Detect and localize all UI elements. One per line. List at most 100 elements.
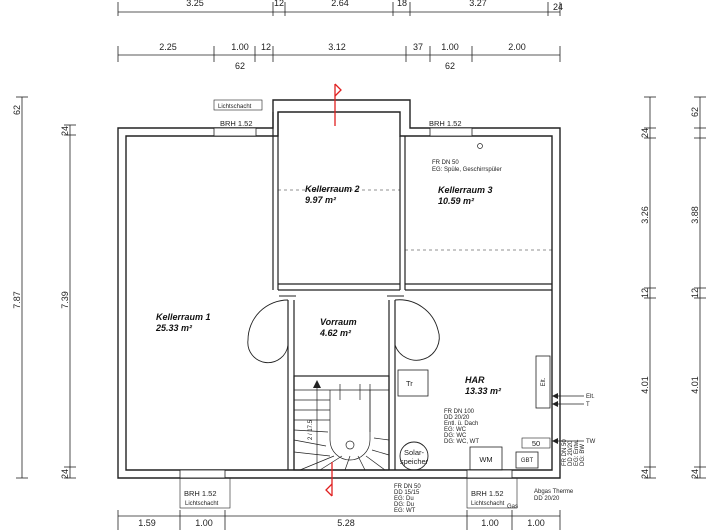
left-dim-7-39: 7.39 xyxy=(60,291,70,309)
left-dim-7-87: 7.87 xyxy=(12,291,22,309)
drain-icon xyxy=(477,143,483,149)
right-dim-24-c: 24 xyxy=(690,469,700,479)
lichtschacht-top-left-label: Lichtschacht xyxy=(218,104,252,110)
top2-dim-1-00-a: 1.00 xyxy=(231,42,249,52)
top2-dim-2-00: 2.00 xyxy=(508,42,526,52)
bottom-dim-1-00-c: 1.00 xyxy=(527,518,545,528)
top2-dim-2-25: 2.25 xyxy=(159,42,177,52)
har-note-3: Entl. ü. Dach xyxy=(444,421,478,427)
brh-bottom-left: BRH 1.52 xyxy=(184,489,217,498)
right-note-1: FR DN 50 xyxy=(562,439,568,466)
bottom-note-5: EG: WT xyxy=(394,508,416,514)
top2-dim-12: 12 xyxy=(261,42,271,52)
top-dim-18: 18 xyxy=(397,0,407,8)
right-dim-62: 62 xyxy=(690,107,700,117)
electric-box-label: Elt. xyxy=(541,377,547,386)
right-dim-4-01-a: 4.01 xyxy=(640,376,650,394)
har-note-2: DD 20/20 xyxy=(444,415,470,421)
lichtschacht-top-left xyxy=(213,99,263,111)
room-name-vorraum: Vorraum xyxy=(320,317,357,327)
electric-box xyxy=(535,355,551,409)
stair-arrow-icon xyxy=(313,380,321,388)
top-dim-3-25: 3.25 xyxy=(186,0,204,8)
right-dim-4-01-b: 4.01 xyxy=(690,376,700,394)
brh-top-right: BRH 1.52 xyxy=(429,119,462,128)
right-note-2: DD 20/20 xyxy=(568,440,574,466)
room-name-kellerraum-2: Kellerraum 2 xyxy=(305,184,360,194)
right-dim-12-a: 12 xyxy=(640,288,650,298)
har-note-6: DG: WC, WT xyxy=(444,439,479,445)
t-arrow-icon xyxy=(552,401,558,407)
left-dim-24-top: 24 xyxy=(60,126,70,136)
stair-label: 2 / 17.5 xyxy=(308,419,314,440)
section-marker-top-icon xyxy=(334,83,342,126)
top-dimension-row-2 xyxy=(117,46,561,62)
room-area-kellerraum-2: 9.97 m² xyxy=(305,195,337,205)
gbt-box xyxy=(515,451,539,469)
right-note-3: EG: Entw. xyxy=(574,439,580,466)
lichtschacht-bottom-left-label: Lichtschacht xyxy=(185,501,219,507)
tw-arrow-icon xyxy=(552,438,558,444)
bottom-note-4: DG: Du xyxy=(394,502,414,508)
dryer-label: Tr xyxy=(406,379,413,388)
elt-label: Elt. xyxy=(586,394,595,400)
bottom-dimension-lines xyxy=(117,510,561,530)
washing-machine-label: WM xyxy=(479,455,492,464)
dim-50-box xyxy=(521,437,551,449)
top2-dim-3-12: 3.12 xyxy=(328,42,346,52)
dryer-box xyxy=(397,369,429,397)
lichtschacht-bottom-right-label: Lichtschacht xyxy=(471,501,505,507)
t-label: T xyxy=(586,402,590,408)
bottom-dim-5-28: 5.28 xyxy=(337,518,355,528)
right-dim-3-26: 3.26 xyxy=(640,206,650,224)
bottom-note-2: DD 15/15 xyxy=(394,490,420,496)
elt-arrow-icon xyxy=(552,393,558,399)
har-notes: FR DN 100 DD 20/20 Entl. ü. Dach EG: WC … xyxy=(444,409,479,445)
right-dim-24-a: 24 xyxy=(640,128,650,138)
lichtschacht-bottom-left xyxy=(179,477,231,509)
top-dim-12: 12 xyxy=(274,0,284,8)
abgas-dim: DD 20/20 xyxy=(534,496,560,502)
top2-dim-62-a: 62 xyxy=(235,61,245,71)
right-dimension-lines xyxy=(644,96,706,479)
room-name-kellerraum-3: Kellerraum 3 xyxy=(438,185,493,195)
room-name-kellerraum-1: Kellerraum 1 xyxy=(156,312,211,322)
right-note-4: DG: BW xyxy=(580,444,586,466)
abgas-label: Abgas Therme xyxy=(534,489,574,495)
room-area-kellerraum-3: 10.59 m² xyxy=(438,196,475,206)
left-dim-62: 62 xyxy=(12,105,22,115)
tw-label: TW xyxy=(586,439,596,445)
top-dimension-row-1 xyxy=(117,2,561,16)
top2-dim-1-00-b: 1.00 xyxy=(441,42,459,52)
dashed-lines xyxy=(278,189,552,251)
har-note-1: FR DN 100 xyxy=(444,409,475,415)
room-area-kellerraum-1: 25.33 m² xyxy=(155,323,193,333)
dim-50-label: 50 xyxy=(532,439,540,448)
top2-dim-62-b: 62 xyxy=(445,61,455,71)
room-area-har: 13.33 m² xyxy=(465,386,502,396)
bottom-note-3: EG: Du xyxy=(394,496,414,502)
room-area-vorraum: 4.62 m² xyxy=(319,328,352,338)
top-dim-2-64: 2.64 xyxy=(331,0,349,8)
solar-storage-tank xyxy=(399,441,429,471)
har-note-4: EG: WC xyxy=(444,427,467,433)
top-dim-3-27: 3.27 xyxy=(469,0,487,8)
right-dim-3-88: 3.88 xyxy=(690,206,700,224)
har-note-5: DG: WC xyxy=(444,433,467,439)
gbt-label: GBT xyxy=(521,458,534,464)
brh-bottom-right: BRH 1.52 xyxy=(471,489,504,498)
staircase xyxy=(293,384,390,471)
right-dim-12-b: 12 xyxy=(690,288,700,298)
brh-top-left: BRH 1.52 xyxy=(220,119,253,128)
bottom-dim-1-00-a: 1.00 xyxy=(195,518,213,528)
interior-walls xyxy=(272,112,552,471)
bottom-dim-1-00-b: 1.00 xyxy=(481,518,499,528)
left-dim-24-bottom: 24 xyxy=(60,469,70,479)
top2-dim-37: 37 xyxy=(413,42,423,52)
lichtschacht-bottom-right xyxy=(466,477,518,509)
room-name-har: HAR xyxy=(465,375,485,385)
left-dimension-lines xyxy=(16,96,76,479)
fr-note-2: EG: Spüle, Geschirrspüler xyxy=(432,167,502,173)
bottom-note-1: FR DN 50 xyxy=(394,484,421,490)
